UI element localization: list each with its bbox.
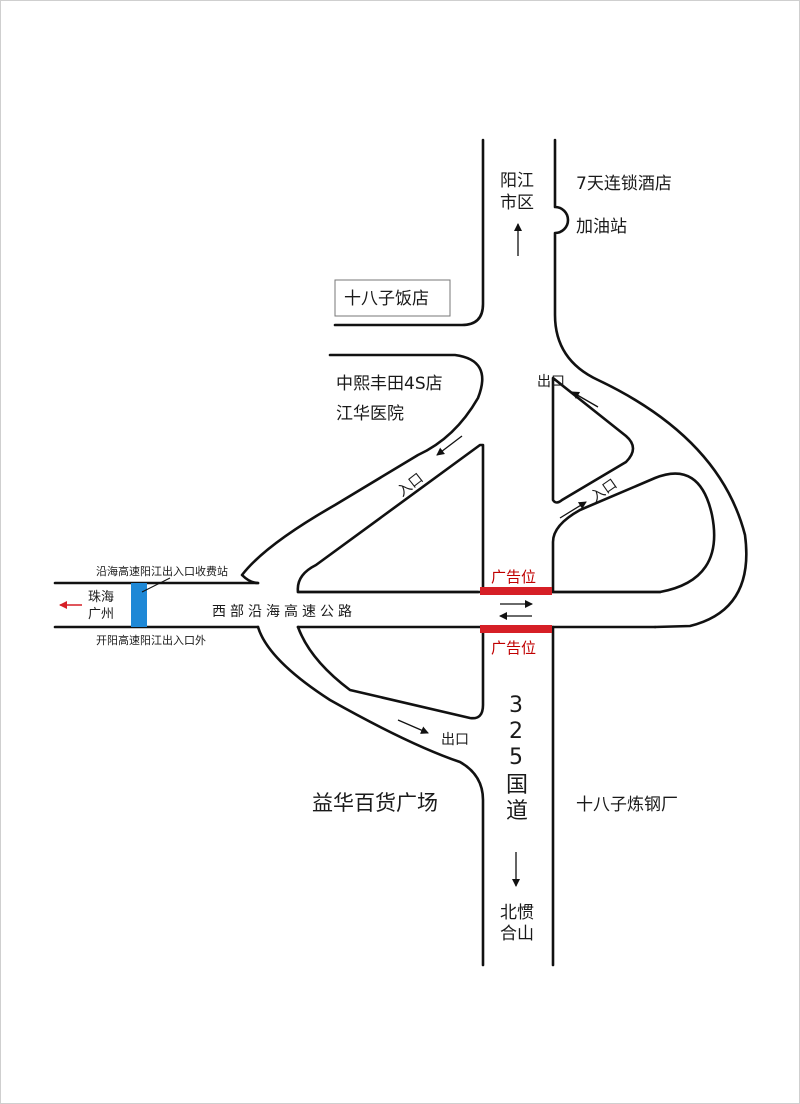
toll-pointer [141, 577, 171, 593]
ad-bar-bottom [480, 625, 552, 633]
label-exit-sw: 出口 [441, 732, 469, 748]
two-way-arrow-icon [499, 600, 533, 620]
restaurant-box [334, 279, 451, 317]
label-route-5: 道 [506, 799, 528, 824]
toll-station-bar [131, 583, 147, 627]
road-network [53, 138, 748, 967]
ad-bar-top [480, 587, 552, 595]
label-exit-ne: 出口 [537, 374, 565, 390]
label-yangjiang-1: 阳江 [500, 171, 534, 191]
label-ad-bottom: 广告位 [491, 639, 536, 657]
label-zhuhai: 珠海 [88, 590, 114, 605]
label-guangzhou: 广州 [88, 607, 114, 622]
label-route-1: 3 [509, 693, 523, 718]
label-hospital: 江华医院 [336, 404, 404, 424]
label-steel: 十八子炼钢厂 [576, 795, 678, 815]
label-mall: 益华百货广场 [312, 791, 438, 815]
label-route-3: 5 [509, 745, 523, 770]
label-route-4: 国 [506, 773, 528, 798]
label-highway: 西部沿海高速公路 [212, 603, 356, 620]
label-gas-station: 加油站 [576, 217, 627, 237]
label-route-2: 2 [509, 719, 523, 744]
label-toyota: 中熙丰田4S店 [336, 374, 443, 394]
ramp-arrows [397, 391, 599, 734]
label-hotel: 7天连锁酒店 [576, 174, 672, 194]
label-beiguan-2: 合山 [500, 924, 534, 944]
label-yangjiang-2: 市区 [500, 193, 534, 213]
label-toll-sub: 开阳高速阳江出入口外 [96, 633, 206, 647]
label-ad-top: 广告位 [491, 568, 536, 586]
label-restaurant: 十八子饭店 [344, 289, 429, 309]
label-beiguan-1: 北惯 [500, 903, 534, 923]
label-toll-station: 沿海高速阳江出入口收费站 [96, 564, 228, 578]
